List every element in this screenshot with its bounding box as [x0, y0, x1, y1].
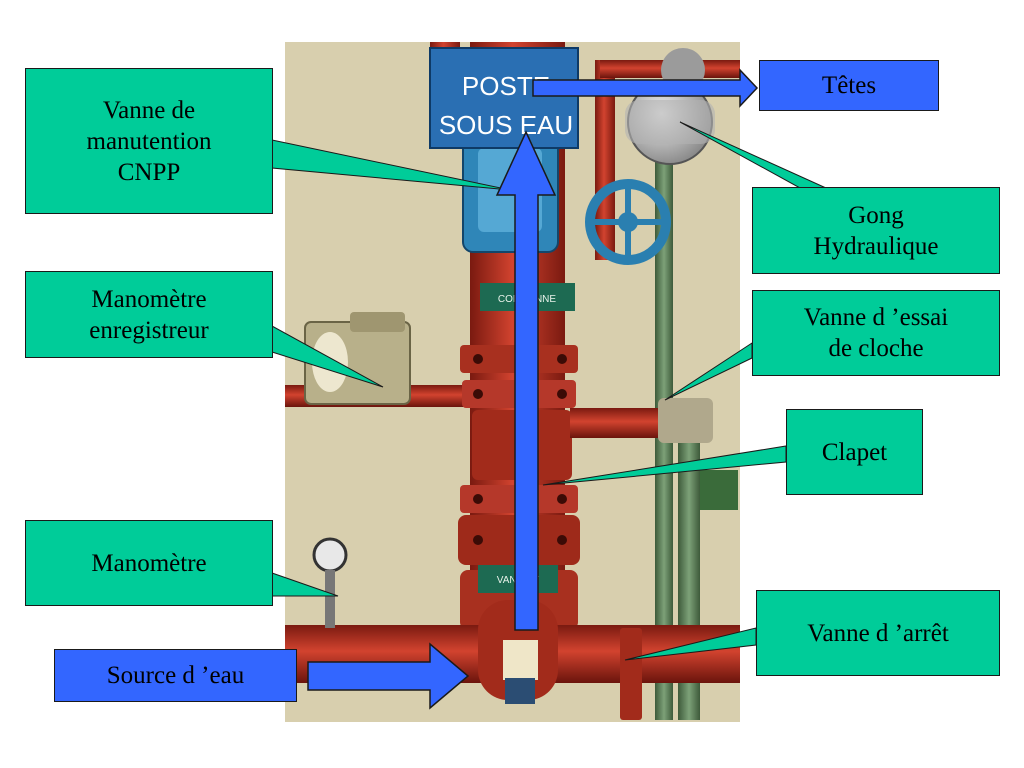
bottom-valve-box — [505, 678, 535, 704]
flow-arrows — [307, 68, 759, 710]
green-valve-body — [700, 470, 738, 510]
poste-sign — [429, 47, 579, 149]
poste-sign-line2: SOUS EAU — [439, 110, 573, 140]
label-tetes: Têtes — [759, 60, 939, 111]
label-vanne-arret: Vanne d ’arrêt — [756, 590, 1000, 676]
pressure-gauge — [312, 537, 348, 573]
callout-pointers — [271, 121, 827, 661]
label-gong-hydraulique: Gong Hydraulique — [752, 187, 1000, 274]
label-vanne-essai: Vanne d ’essai de cloche — [752, 290, 1000, 376]
test-valve-body — [658, 398, 713, 443]
label-vanne-manutention: Vanne de manutention CNPP — [25, 68, 273, 214]
red-pipe-top-right — [595, 60, 615, 260]
label-clapet: Clapet — [786, 409, 923, 495]
label-manometre-enregistreur: Manomètre enregistreur — [25, 271, 273, 358]
gong-body — [625, 100, 715, 144]
label-source-eau: Source d ’eau — [54, 649, 297, 702]
arrow-riser-up — [495, 130, 557, 631]
handwheel — [585, 179, 671, 265]
pressure-gauge-stem — [325, 570, 335, 628]
stop-valve-flange — [620, 628, 642, 720]
photo-fire-sprinkler-station: POSTE SOUS EAU CONT ANNE VANNE T — [285, 42, 740, 722]
arrow-from-source — [307, 642, 470, 710]
flange-bolts — [473, 354, 567, 545]
bottom-valve-tag — [503, 640, 538, 680]
arrow-to-tetes — [532, 68, 759, 108]
recording-manometer-handle — [350, 312, 405, 332]
label-manometre: Manomètre — [25, 520, 273, 606]
